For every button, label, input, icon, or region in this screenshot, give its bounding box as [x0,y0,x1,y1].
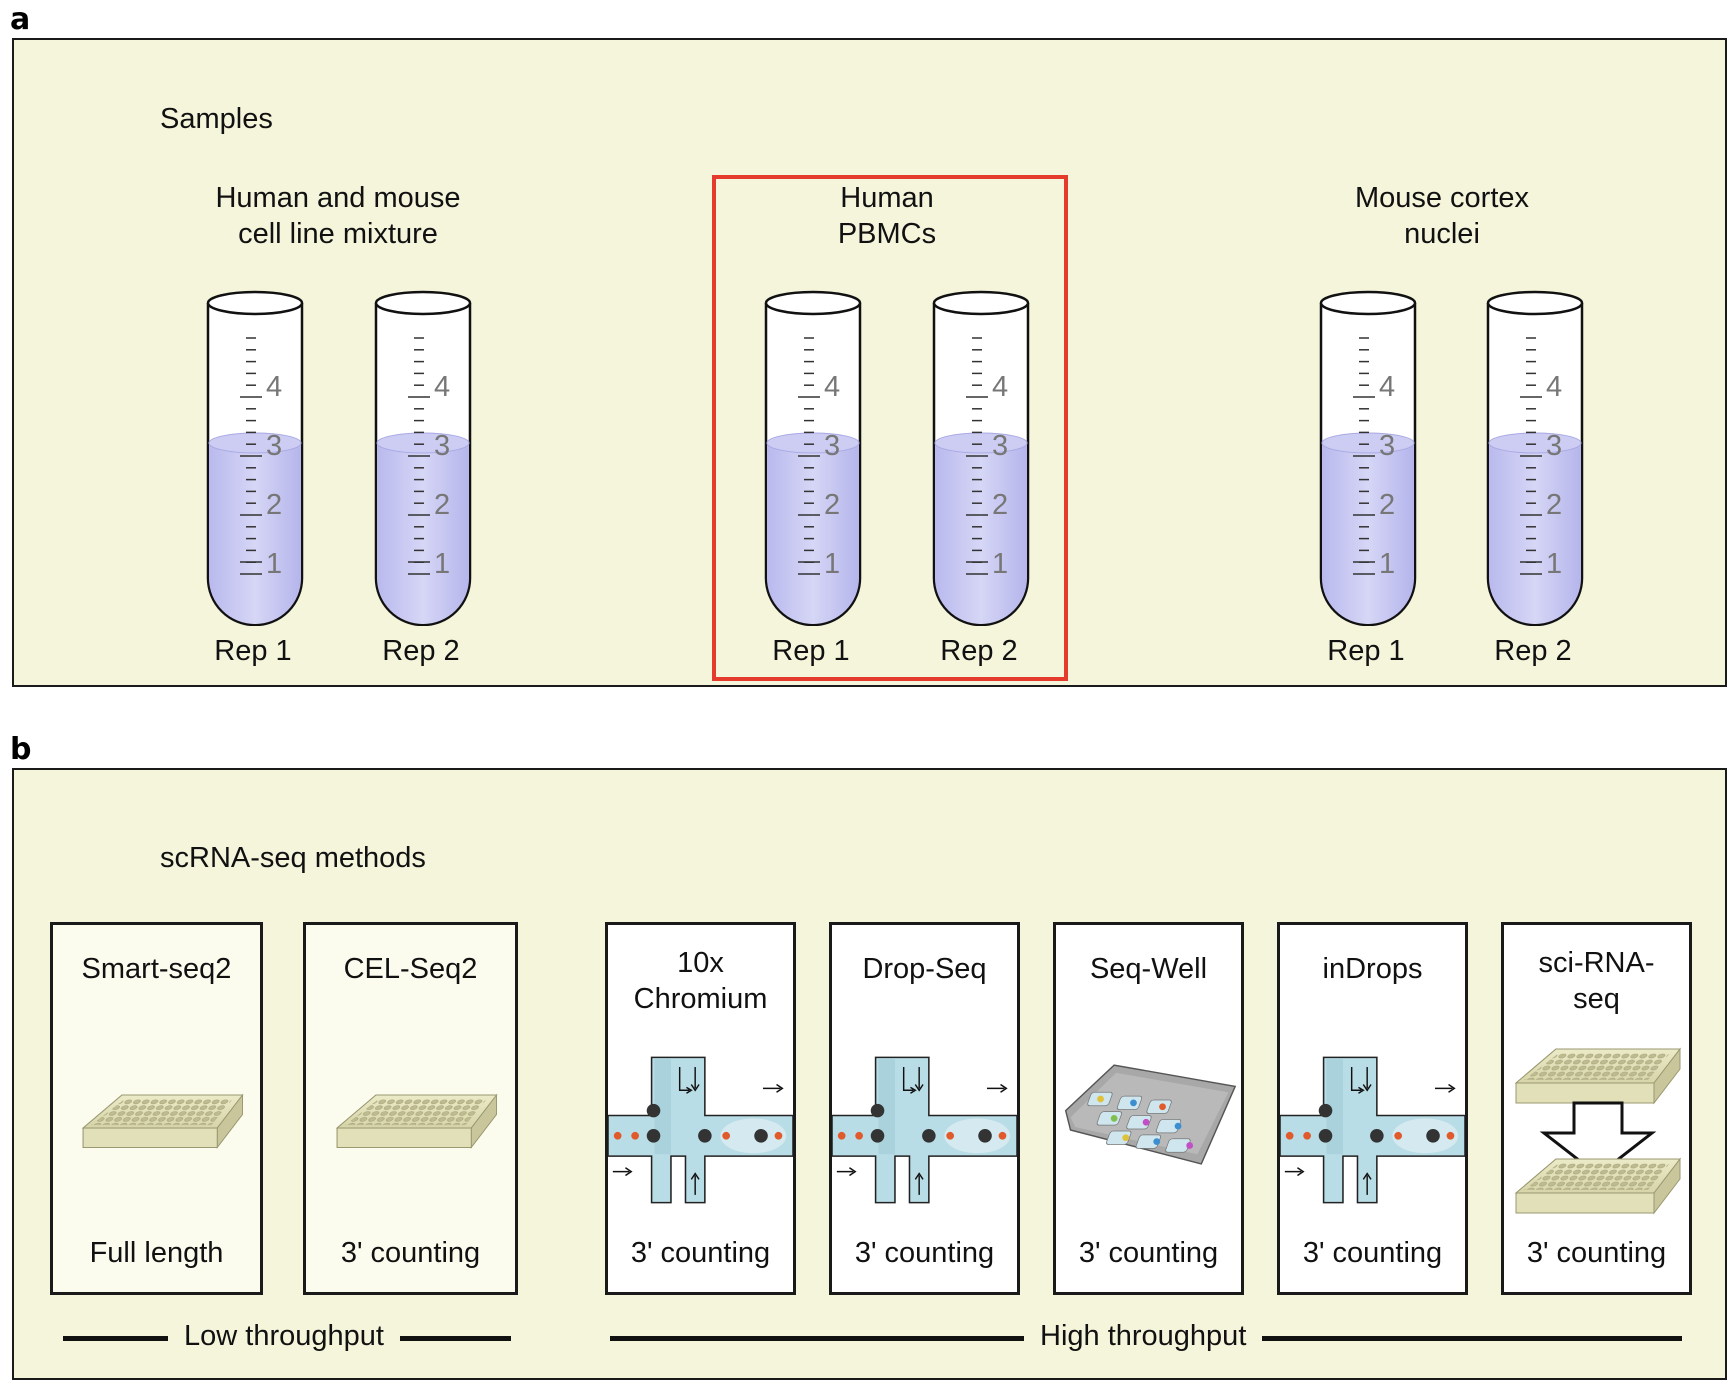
rep-label: Rep 2 [940,635,1018,667]
highlight-pbmcs-box [712,175,1068,681]
method-name: inDrops [1322,953,1423,985]
method-type: 3' counting [340,1237,481,1269]
method-name-line1: sci-RNA- [1538,947,1655,979]
test-tube-icon: 4 3 2 1 [1486,290,1584,626]
method-type: 3' counting [854,1237,995,1269]
rep-label: Rep 2 [382,635,460,667]
method-type: 3' counting [1526,1237,1667,1269]
tube-scale-label: 3 [434,430,450,462]
tube-scale-label: 2 [1379,489,1395,521]
group-title-line1: Mouse cortex [1354,182,1530,214]
tube-scale-label: 3 [1546,430,1562,462]
microfluidic-junction-icon [832,1056,1017,1204]
method-card-seq-well: Seq-Well 3' counting [1053,922,1244,1295]
tube-scale-label: 4 [1379,371,1395,403]
group-title-cell-line-mixture: Human and mouse cell line mixture [158,180,518,252]
method-name: Drop-Seq [862,953,987,985]
method-type: Full length [89,1237,224,1269]
method-card-smart-seq2: Smart-seq2 Full length [50,922,263,1295]
tube-scale-label: 4 [434,371,450,403]
group-title-line2: nuclei [1404,218,1480,250]
section-label-samples: Samples [160,103,273,135]
tube-scale-label: 4 [824,371,840,403]
method-name: Smart-seq2 [81,953,232,985]
tube-scale-label: 1 [1379,548,1395,580]
rep-label: Rep 2 [1494,635,1572,667]
method-name: Seq-Well [1089,953,1208,985]
test-tube-icon: 4 3 2 1 [374,290,472,626]
method-type: 3' counting [1302,1237,1443,1269]
well-plate-icon [82,1094,243,1148]
tube-scale-label: 3 [992,430,1008,462]
method-name-line2: seq [1573,983,1620,1015]
microwell-array-icon [1064,1064,1236,1165]
tube-scale-label: 2 [266,489,282,521]
tube-scale-label: 3 [266,430,282,462]
rep-label: Rep 1 [1327,635,1405,667]
tube-scale-label: 2 [992,489,1008,521]
high-throughput-label: High throughput [1024,1320,1263,1353]
group-title-line2: PBMCs [837,218,937,250]
panel-letter-a: a [10,2,31,37]
method-name: 10x Chromium [608,945,793,1017]
tube-scale-label: 1 [992,548,1008,580]
microfluidic-junction-icon [1280,1056,1465,1204]
tube-scale-label: 4 [266,371,282,403]
well-plate-icon [336,1094,498,1148]
group-title-line1: Human and mouse [215,182,461,214]
tube-scale-label: 1 [266,548,282,580]
method-name-line1: 10x [677,947,724,979]
group-title-cortex-nuclei: Mouse cortex nuclei [1262,180,1622,252]
tube-scale-label: 1 [824,548,840,580]
low-throughput-label: Low throughput [168,1320,400,1353]
tube-scale-label: 2 [824,489,840,521]
rep-label: Rep 1 [772,635,850,667]
method-card-drop-seq: Drop-Seq 3' counting [829,922,1020,1295]
method-name: CEL-Seq2 [343,953,478,985]
plate-transfer-icon [1515,1048,1681,1214]
method-card-cel-seq2: CEL-Seq2 3' counting [303,922,518,1295]
group-title-line2: cell line mixture [238,218,438,250]
microfluidic-junction-icon [608,1056,793,1204]
panel-letter-b: b [10,732,32,767]
tube-scale-label: 4 [992,371,1008,403]
method-card-sci-rna-seq: sci-RNA- seq 3' counting [1501,922,1692,1295]
method-type: 3' counting [630,1237,771,1269]
tube-scale-label: 3 [1379,430,1395,462]
group-title-pbmcs: Human PBMCs [707,180,1067,252]
tube-scale-label: 2 [1546,489,1562,521]
test-tube-icon: 4 3 2 1 [932,290,1030,626]
test-tube-icon: 4 3 2 1 [206,290,304,626]
test-tube-icon: 4 3 2 1 [1319,290,1417,626]
rep-label: Rep 1 [214,635,292,667]
tube-scale-label: 4 [1546,371,1562,403]
method-card-indrops: inDrops 3' counting [1277,922,1468,1295]
method-type: 3' counting [1078,1237,1219,1269]
method-card-10x-chromium: 10x Chromium 3' counting [605,922,796,1295]
tube-scale-label: 2 [434,489,450,521]
tube-scale-label: 3 [824,430,840,462]
method-name: sci-RNA- seq [1504,945,1689,1017]
test-tube-icon: 4 3 2 1 [764,290,862,626]
tube-scale-label: 1 [1546,548,1562,580]
section-label-methods: scRNA-seq methods [160,842,426,874]
method-name-line2: Chromium [633,983,768,1015]
tube-scale-label: 1 [434,548,450,580]
group-title-line1: Human [840,182,934,214]
